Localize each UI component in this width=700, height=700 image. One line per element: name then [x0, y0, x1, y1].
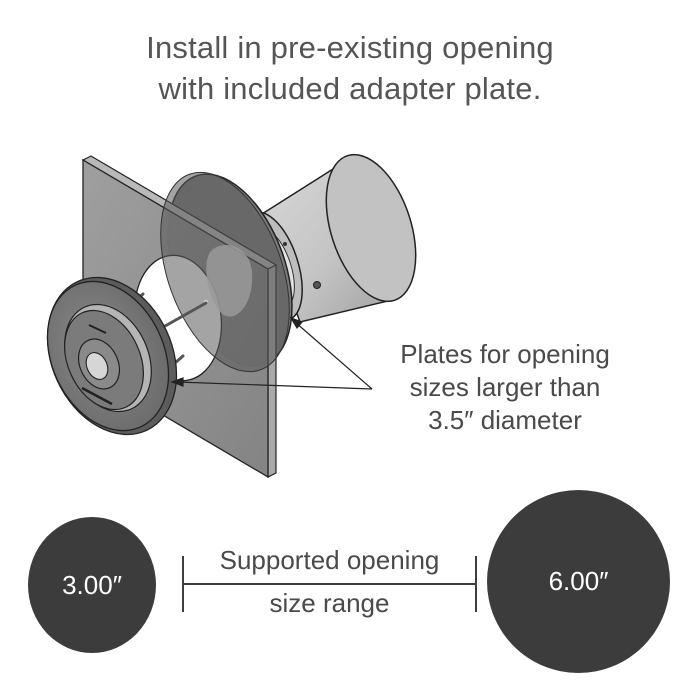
- callout-line-2: sizes larger than: [409, 372, 601, 402]
- heading-line-1: Install in pre-existing opening: [146, 30, 554, 65]
- adapter-plate: [160, 171, 290, 373]
- max-size-circle: 6.00″: [487, 490, 670, 673]
- callout-line-1: Plates for opening: [400, 339, 610, 369]
- trim-flange: [46, 276, 178, 436]
- callout-text: Plates for opening sizes larger than 3.5…: [370, 338, 640, 437]
- heading-line-2: with included adapter plate.: [158, 71, 542, 106]
- callout-leader-lines: [170, 316, 373, 390]
- callout-line-3: 3.5″ diameter: [428, 405, 582, 435]
- min-size-circle: 3.00″: [28, 517, 156, 653]
- max-size-label: 6.00″: [548, 566, 609, 596]
- min-size-label: 3.00″: [62, 569, 122, 600]
- range-label-line-2: size range: [269, 588, 390, 618]
- range-label-line-1: Supported opening: [219, 545, 440, 575]
